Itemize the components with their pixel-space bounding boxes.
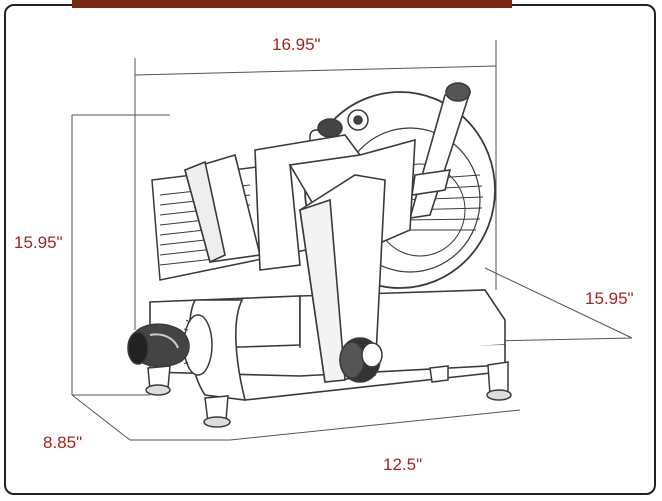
header-bar: [72, 0, 512, 8]
central-post: [299, 174, 386, 383]
height-left-label: 15.95": [14, 233, 63, 252]
foot-width-label: 12.5": [383, 455, 423, 474]
thickness-arm: [408, 82, 472, 219]
food-pusher: [184, 134, 416, 271]
depth-right-label: 15.95": [585, 289, 634, 308]
front-knob: [339, 337, 383, 383]
dial-knob: [127, 314, 213, 376]
width-top-label: 16.95": [272, 35, 321, 54]
feet: [145, 361, 512, 428]
foot-depth-label: 8.85": [43, 433, 83, 452]
